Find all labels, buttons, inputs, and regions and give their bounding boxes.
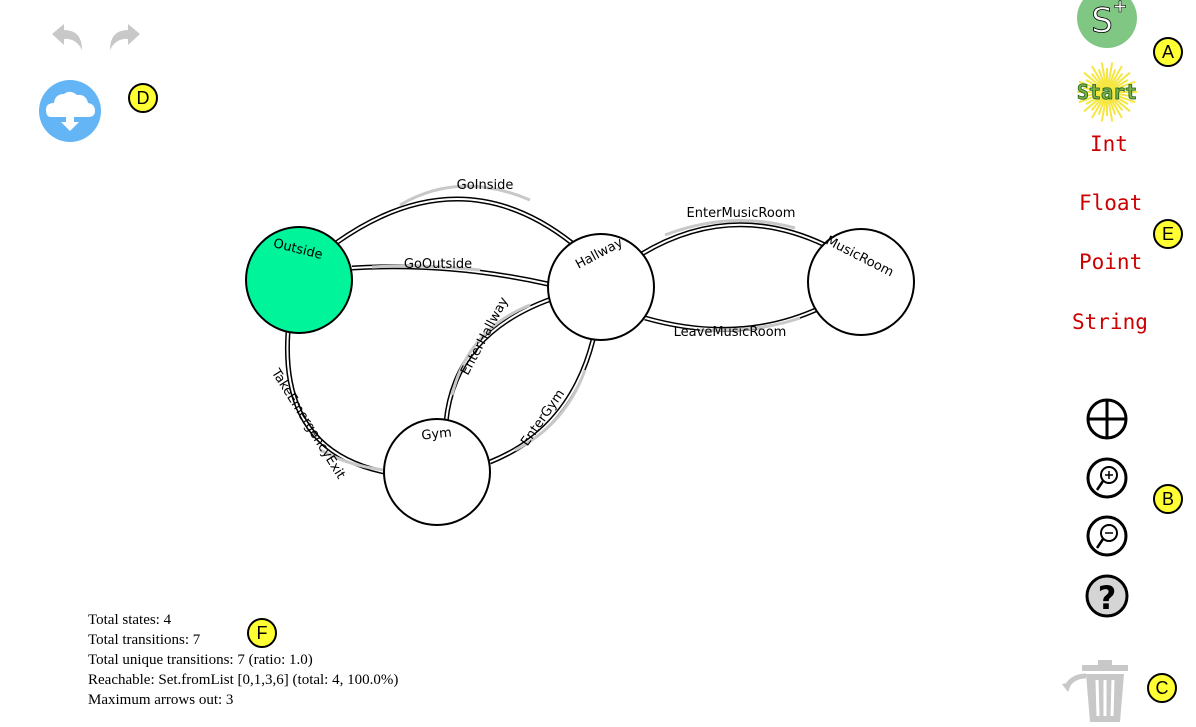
edge-label-leave-music-room: LeaveMusicRoom [674, 325, 787, 340]
edge-go-outside[interactable] [351, 264, 549, 287]
state-music-room[interactable]: MusicRoom [807, 228, 915, 336]
sunburst-ray [1106, 62, 1114, 89]
sunburst-ray [1109, 93, 1131, 113]
annotation-badge-d: D [128, 83, 158, 113]
max-arrows-text: Maximum arrows out: 3 [88, 692, 234, 708]
sunburst-ray [1108, 72, 1124, 90]
annotation-badge-a: A [1153, 37, 1183, 67]
sunburst-ray [1078, 80, 1104, 92]
edge-leave-music-room[interactable] [644, 305, 822, 332]
edge-go-inside[interactable] [334, 184, 574, 246]
edge-enter-gym[interactable] [489, 339, 596, 465]
sunburst-ray [1107, 69, 1117, 89]
sunburst-ray [1100, 62, 1108, 89]
annotation-badge-b: B [1153, 484, 1183, 514]
edge-label-go-inside: GoInside [457, 178, 514, 193]
transition-edges [284, 184, 827, 475]
redo-arrow-icon[interactable] [110, 24, 140, 50]
add-state-plus: + [1112, 0, 1127, 17]
sunburst-ray [1109, 71, 1131, 91]
sunburst-ray [1090, 72, 1106, 90]
crosshair-icon[interactable] [1086, 398, 1128, 440]
sunburst-ray [1108, 94, 1124, 112]
type-string-button[interactable]: String [1072, 310, 1148, 334]
sunburst-ray [1085, 79, 1105, 91]
state-label-gym: Gym [421, 425, 453, 443]
edge-label-go-outside: GoOutside [404, 257, 472, 272]
sunburst-ray [1083, 86, 1104, 93]
edge-label-enter-music-room: EnterMusicRoom [687, 206, 796, 221]
sunburst-icon [1077, 62, 1137, 122]
sunburst-ray [1097, 95, 1107, 115]
undo-arrow-icon[interactable] [52, 24, 82, 50]
sunburst-ray [1110, 80, 1136, 92]
sunburst-ray [1110, 92, 1136, 104]
sunburst-ray [1085, 93, 1105, 105]
sunburst-ray [1107, 95, 1117, 115]
statistics-panel: Total states: 4 Total transitions: 7 Tot… [88, 610, 398, 710]
add-state-button[interactable]: S + [1077, 0, 1137, 48]
sunburst-ray [1091, 65, 1106, 90]
annotation-badge-e: E [1153, 219, 1183, 249]
start-state-button[interactable]: Start [1076, 62, 1138, 122]
edge-enter-music-room[interactable] [638, 218, 827, 258]
edge-label-enter-gym: EnterGym [518, 387, 568, 449]
type-float-button[interactable]: Float [1079, 191, 1143, 215]
sunburst-ray [1110, 91, 1131, 98]
sunburst-ray [1100, 95, 1108, 122]
state-outside[interactable]: Outside [245, 226, 353, 334]
edge-enter-hallway[interactable] [443, 293, 561, 423]
type-point-button[interactable]: Point [1079, 250, 1143, 274]
sunburst-ray [1091, 94, 1106, 119]
sunburst-ray [1108, 94, 1123, 119]
zoom-out-icon[interactable] [1086, 515, 1128, 557]
sunburst-ray [1097, 69, 1107, 89]
help-icon[interactable]: ? [1085, 574, 1129, 618]
state-gym[interactable]: Gym [383, 418, 491, 526]
zoom-in-icon[interactable] [1086, 457, 1128, 499]
annotation-badge-c: C [1147, 673, 1177, 703]
cloud-download-icon[interactable] [39, 80, 101, 142]
reachable-text: Reachable: Set.fromList [0,1,3,6] (total… [88, 672, 399, 688]
sunburst-ray [1083, 93, 1105, 113]
type-int-button[interactable]: Int [1090, 132, 1128, 156]
add-state-label: S [1091, 1, 1113, 41]
sunburst-ray [1090, 94, 1106, 112]
annotation-badge-f: F [247, 618, 277, 648]
sunburst-ray [1110, 86, 1131, 93]
trash-icon[interactable] [1062, 660, 1128, 722]
sunburst-ray [1108, 65, 1123, 90]
unique-transitions-text: Total unique transitions: 7 (ratio: 1.0) [88, 652, 313, 668]
edge-label-enter-hallway: EnterHallway [458, 295, 512, 378]
start-label: Start [1077, 80, 1137, 104]
edge-take-emergency-exit[interactable] [284, 331, 385, 475]
svg-text:?: ? [1098, 579, 1117, 617]
total-transitions-text: Total transitions: 7 [88, 632, 201, 648]
edge-label-take-emergency-exit: TakeEmergencyExit [267, 366, 347, 482]
sunburst-ray [1083, 91, 1104, 98]
sunburst-ray [1083, 71, 1105, 91]
sunburst-ray [1109, 79, 1129, 91]
sunburst-ray [1078, 92, 1104, 104]
state-hallway[interactable]: Hallway [547, 233, 655, 341]
sunburst-ray [1106, 95, 1114, 122]
total-states-text: Total states: 4 [88, 612, 172, 628]
sunburst-ray [1109, 93, 1129, 105]
